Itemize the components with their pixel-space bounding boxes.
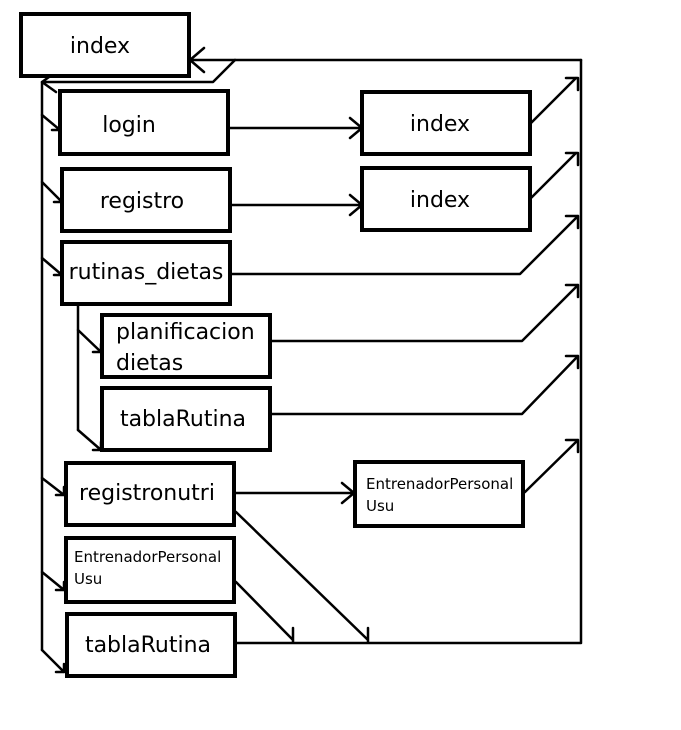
label-registronutri: registronutri	[79, 481, 215, 506]
branch-to-registro	[40, 180, 64, 204]
branch-to-planificacion	[76, 328, 103, 354]
drop-registronutri	[234, 510, 370, 644]
node-planificacion-dietas: planificacion dietas	[100, 313, 272, 379]
node-registronutri: registronutri	[64, 461, 236, 527]
node-login: login	[58, 89, 230, 156]
label-tablarutina-sub: tablaRutina	[120, 407, 246, 432]
branch-to-tablarutina-bottom	[40, 648, 66, 674]
label-entrenador-left-line1: EntrenadorPersonal	[74, 548, 221, 566]
link-index1-to-return	[528, 76, 580, 126]
link-planificacion-to-return	[268, 283, 580, 343]
label-index-after-registro: index	[410, 188, 470, 213]
arrow-registronutri-to-entrenador	[234, 481, 356, 505]
label-planificacion-line2: dietas	[116, 351, 183, 376]
node-entrenador-left: EntrenadorPersonal Usu	[64, 536, 236, 604]
arrow-login-to-index	[228, 116, 364, 140]
node-index-after-login: index	[360, 90, 532, 156]
node-rutinas-dietas: rutinas_dietas	[60, 240, 232, 306]
node-tablarutina-sub: tablaRutina	[100, 386, 272, 452]
label-rutinas-dietas: rutinas_dietas	[69, 260, 224, 285]
node-registro: registro	[60, 167, 232, 233]
branch-to-registronutri	[40, 476, 66, 497]
node-index-after-registro: index	[360, 166, 532, 232]
label-registro: registro	[100, 189, 184, 214]
connectors	[40, 46, 583, 674]
label-index-root: index	[70, 34, 130, 59]
node-index-root: index	[19, 12, 191, 78]
link-tablarutina-sub-to-return	[268, 354, 580, 416]
link-rutinas-to-return	[230, 214, 580, 276]
label-entrenador-left-line2: Usu	[74, 570, 102, 588]
label-index-after-login: index	[410, 112, 470, 137]
label-login: login	[102, 113, 156, 138]
label-entrenador-target-line2: Usu	[366, 497, 394, 515]
arrow-registro-to-index	[230, 193, 364, 217]
return-to-index-line	[188, 46, 583, 74]
drop-entrenador-left	[234, 580, 295, 644]
branch-to-entrenador-left	[40, 570, 66, 592]
label-planificacion-line1: planificacion	[116, 320, 255, 345]
label-entrenador-target-line1: EntrenadorPersonal	[366, 475, 513, 493]
branch-to-login	[40, 113, 62, 132]
link-entrenador-to-return	[523, 438, 580, 494]
link-index2-to-return	[528, 151, 580, 201]
node-tablarutina-bottom: tablaRutina	[65, 612, 237, 678]
label-tablarutina-bottom: tablaRutina	[85, 633, 211, 658]
branch-to-tablarutina-sub	[76, 428, 103, 452]
node-entrenador-target: EntrenadorPersonal Usu	[353, 460, 525, 528]
branch-to-rutinas	[40, 256, 64, 277]
